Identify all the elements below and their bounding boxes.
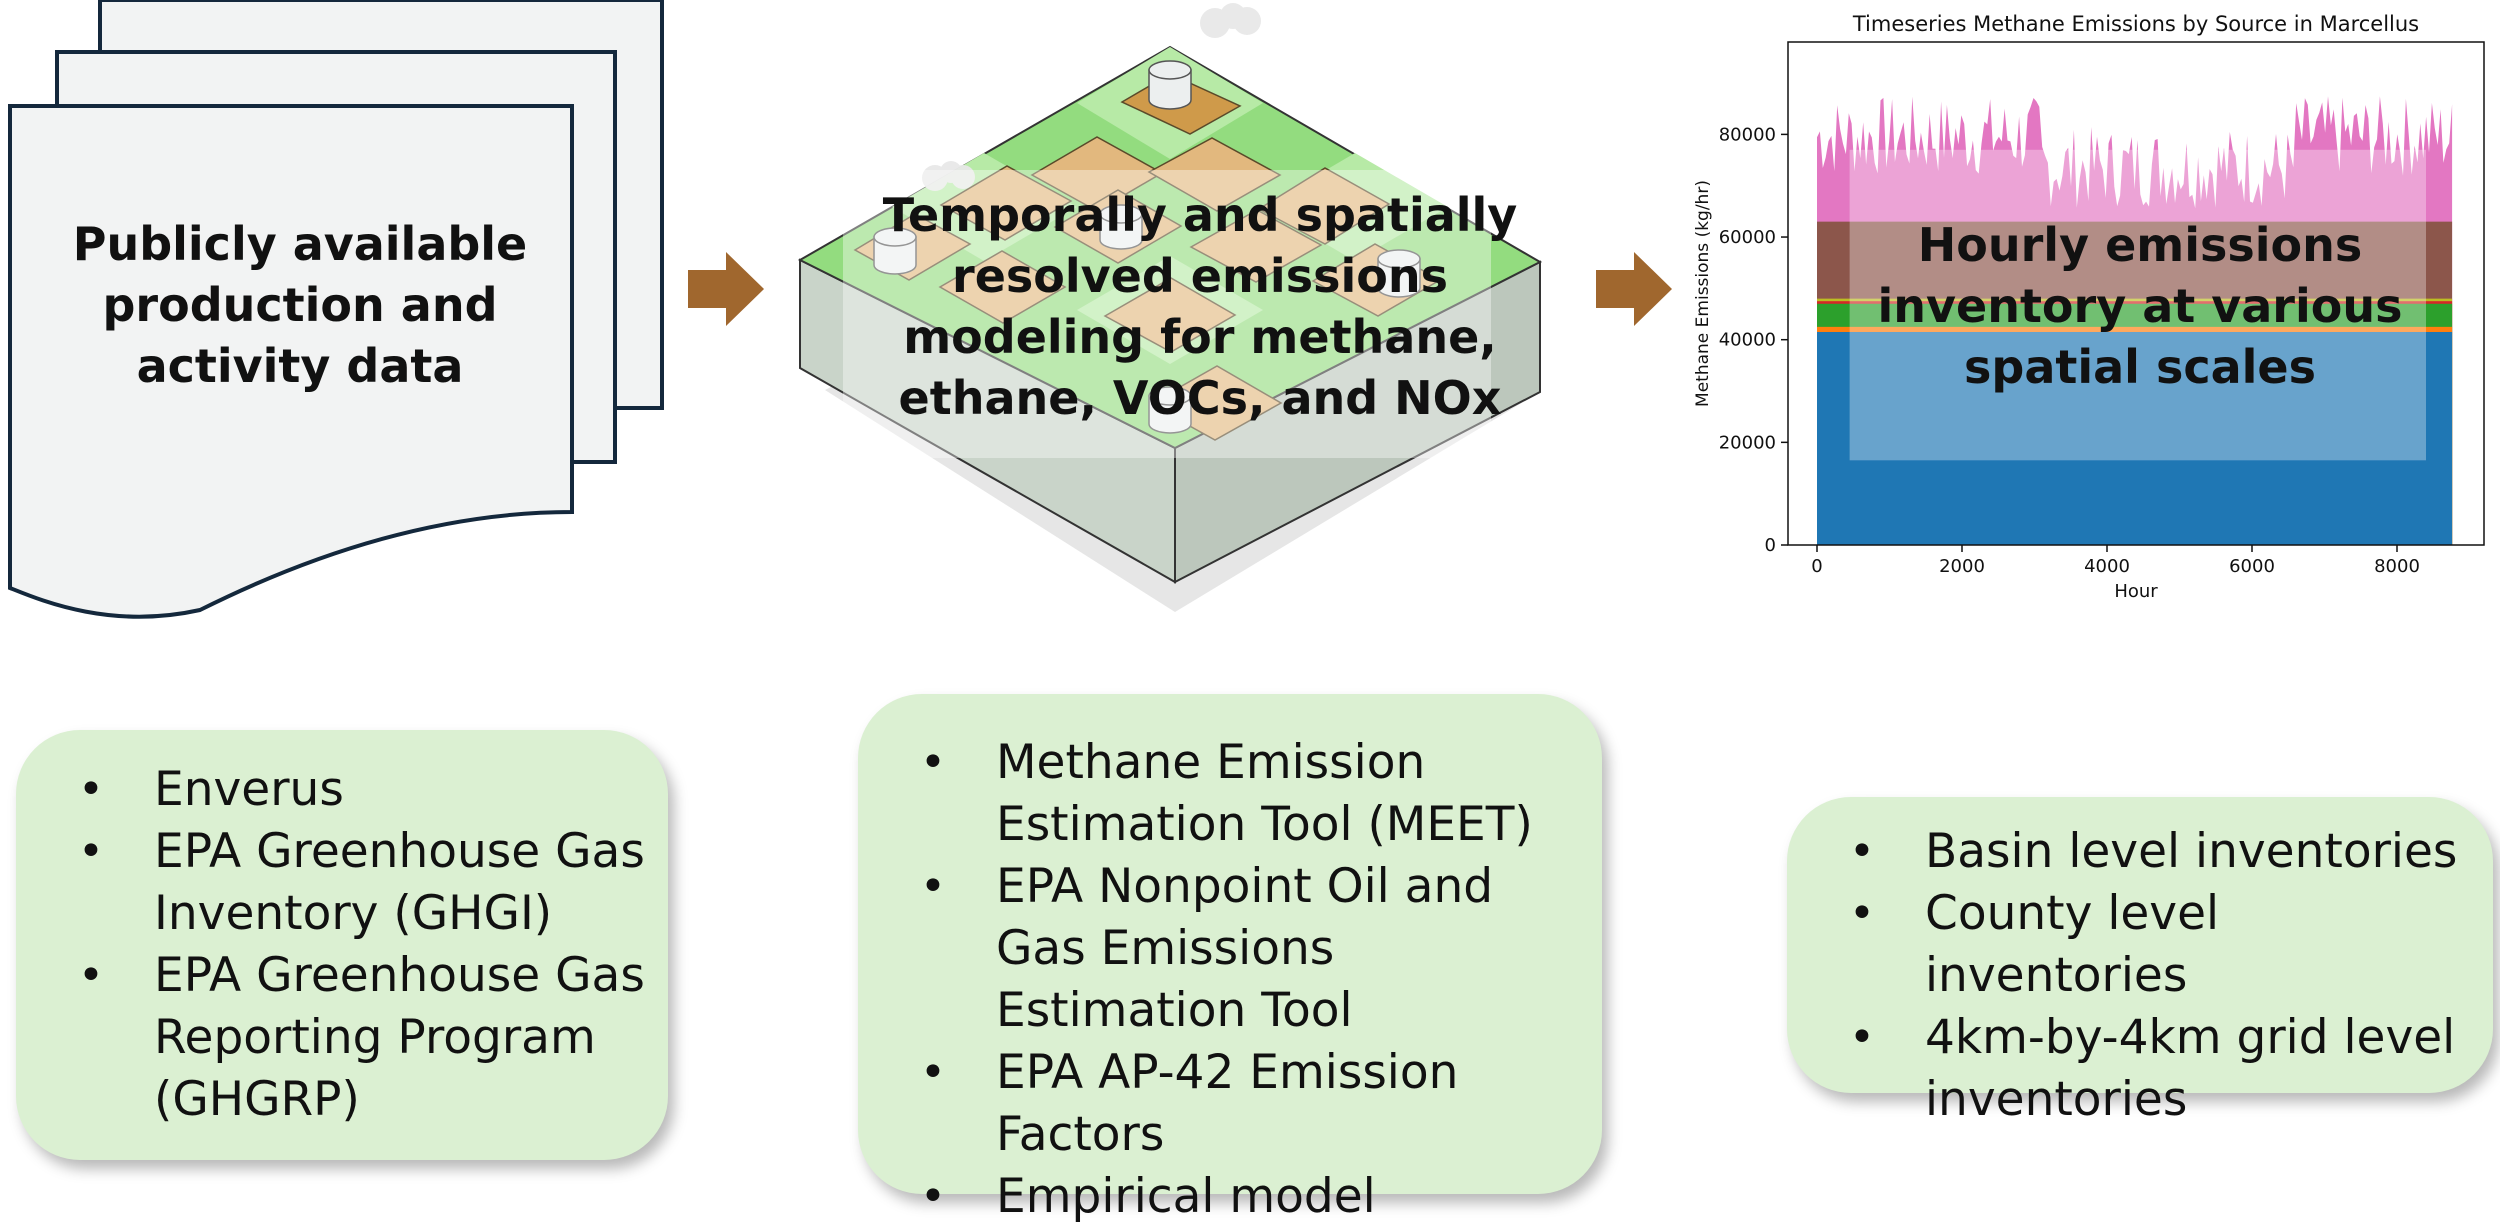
data-sources-box: Enverus EPA Greenhouse Gas Inventory (GH… [16,730,668,1160]
x-tick-label: 8000 [2374,556,2420,577]
x-axis-label: Hour [2114,581,2158,602]
documents-label: Publicly available production and activi… [60,214,540,397]
x-tick-label: 0 [1811,556,1822,577]
list-item: 4km-by-4km grid level inventories [1805,1007,2483,1131]
outputs-box: Basin level inventories County level inv… [1787,797,2493,1093]
y-tick-label: 60000 [1719,227,1776,248]
list-item: County level inventories [1805,883,2483,1007]
x-tick-label: 6000 [2229,556,2275,577]
arrow-icon [688,252,768,326]
y-tick-label: 20000 [1719,432,1776,453]
y-tick-label: 40000 [1719,330,1776,351]
model-label: Temporally and spatially resolved emissi… [850,185,1550,429]
modeling-tools-box: Methane Emission Estimation Tool (MEET) … [858,694,1602,1194]
y-tick-label: 80000 [1719,124,1776,145]
chart-title: Timeseries Methane Emissions by Source i… [1852,12,2419,36]
list-item: Methane Emission Estimation Tool (MEET) [876,732,1582,856]
y-axis-label: Methane Emissions (kg/hr) [1693,180,1713,407]
list-item: EPA Greenhouse Gas Inventory (GHGI) [34,821,648,945]
list-item: Enverus [34,759,648,821]
y-tick-label: 0 [1765,535,1776,556]
list-item: EPA AP-42 Emission Factors [876,1042,1582,1166]
list-item: Empirical model [876,1166,1582,1228]
x-tick-label: 2000 [1939,556,1985,577]
arrow-icon [1596,252,1676,326]
list-item: EPA Nonpoint Oil and Gas Emissions Estim… [876,856,1582,1042]
inventory-label: Hourly emissions inventory at various sp… [1860,215,2420,398]
list-item: Basin level inventories [1805,821,2483,883]
list-item: EPA Greenhouse Gas Reporting Program (GH… [34,945,648,1131]
x-tick-label: 4000 [2084,556,2130,577]
